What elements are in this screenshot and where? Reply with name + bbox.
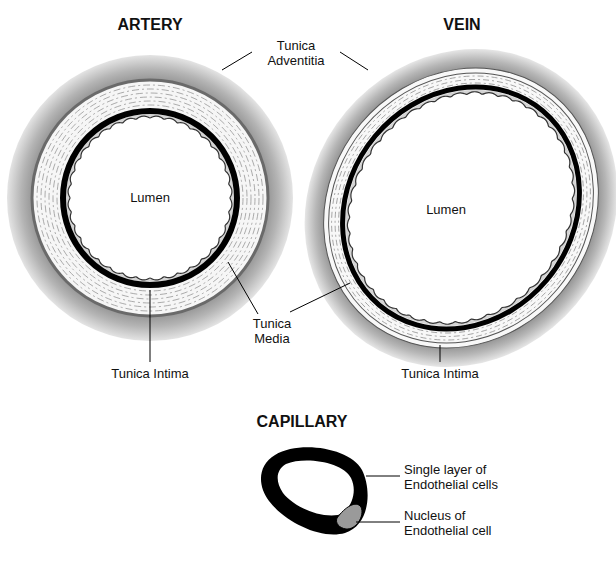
media-fibre (37, 85, 263, 311)
artery-media (32, 80, 268, 316)
leader-line (290, 283, 350, 312)
leader-line (440, 345, 441, 362)
vein-adventitia (240, 0, 616, 431)
leader-lines (150, 52, 440, 522)
leader-line (150, 290, 151, 362)
layer-label: Tunica Intima (401, 366, 479, 381)
leader-line (222, 52, 252, 70)
vein-media-line (274, 19, 616, 397)
media-fibre (45, 93, 255, 303)
vessel-title: VEIN (443, 16, 480, 34)
part-label: Single layer of Endothelial cells (404, 462, 519, 492)
media-fibre (41, 89, 259, 307)
part-label: Nucleus of Endothelial cell (404, 508, 519, 538)
vessel-title: CAPILLARY (257, 413, 348, 431)
leader-line (356, 522, 400, 523)
media-fibre (288, 33, 616, 383)
leader-line (228, 262, 258, 314)
vein-intima (294, 39, 616, 378)
vein-media-fibres (278, 23, 616, 393)
vein-media (267, 12, 616, 404)
artery-intima (63, 111, 237, 285)
artery-endothelium (68, 116, 232, 280)
media-fibre (53, 101, 247, 295)
lumen-label: Lumen (426, 202, 466, 217)
layer-label: Tunica Media (242, 316, 302, 346)
capillary-wall (261, 447, 368, 534)
layer-label: Tunica Adventitia (256, 38, 336, 68)
media-fibre (283, 28, 616, 388)
leader-line (366, 476, 400, 477)
artery-media-fibres (37, 85, 263, 311)
artery-endothelium-band (66, 114, 234, 282)
layer-label: Tunica Intima (111, 366, 189, 381)
endothelial-nucleus (336, 504, 361, 529)
media-fibre (49, 97, 251, 299)
lumen-label: Lumen (130, 190, 170, 205)
leader-line (340, 52, 368, 70)
media-fibre (57, 105, 243, 291)
media-fibre (278, 23, 616, 393)
vessel-title: ARTERY (117, 16, 182, 34)
vein-cross-section (240, 0, 616, 431)
vein-endothelium (301, 46, 616, 370)
